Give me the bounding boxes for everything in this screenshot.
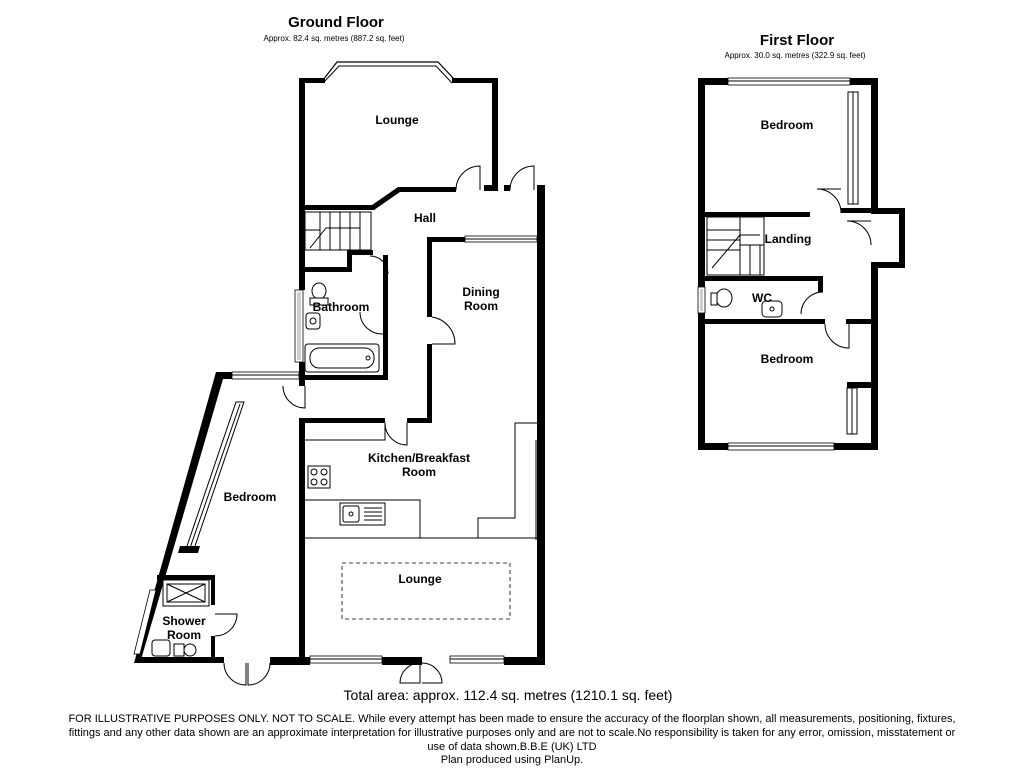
bathroom (294, 255, 389, 382)
ground-bedroom-walls (134, 371, 306, 663)
room-label-bedroom-rear: Bedroom (761, 352, 814, 366)
stairs-first (706, 216, 765, 276)
room-label-shower-1: Shower (162, 614, 206, 628)
room-label-kitchen-2: Room (402, 465, 436, 479)
right-exterior-wall (537, 185, 545, 663)
room-label-bedroom-front: Bedroom (761, 118, 814, 132)
room-label-landing: Landing (765, 232, 812, 246)
first-floor-area: Approx. 30.0 sq. metres (322.9 sq. feet) (725, 51, 866, 60)
lounge-front-walls (299, 78, 498, 273)
total-area: Total area: approx. 112.4 sq. metres (12… (344, 687, 673, 703)
stairs-ground (304, 211, 373, 272)
ground-floor-plan: Lounge Hall Dining Room Bathroom Kitchen… (133, 61, 545, 686)
room-label-wc: WC (752, 291, 772, 305)
disclaimer-line-4: Plan produced using PlanUp. (440, 754, 584, 766)
first-floor-plan: Bedroom Landing WC Bedroom (697, 77, 905, 451)
lounge-bay-window (299, 61, 498, 84)
ground-floor-area: Approx. 82.4 sq. metres (887.2 sq. feet) (264, 34, 405, 43)
shower-room (133, 575, 284, 686)
dining-room-walls (427, 235, 538, 420)
room-label-kitchen-1: Kitchen/Breakfast (368, 451, 470, 465)
disclaimer-line-2: fittings and any other data shown are an… (68, 727, 956, 739)
front-door (455, 165, 535, 191)
disclaimer-line-1: FOR ILLUSTRATIVE PURPOSES ONLY. NOT TO S… (68, 713, 956, 725)
first-floor-title: First Floor (760, 32, 834, 49)
room-label-lounge-front: Lounge (375, 113, 419, 127)
disclaimer-line-3: use of data shown.B.B.E (UK) LTD (427, 741, 597, 753)
kitchen-walls (280, 418, 545, 684)
room-label-hall: Hall (414, 211, 436, 225)
kitchen-units (305, 422, 537, 620)
room-label-ground-bedroom: Bedroom (224, 490, 277, 504)
room-label-lounge-rear: Lounge (398, 572, 442, 586)
room-label-dining-1: Dining (462, 285, 499, 299)
room-label-bathroom: Bathroom (313, 300, 370, 314)
room-label-dining-2: Room (464, 299, 498, 313)
room-label-shower-2: Room (167, 628, 201, 642)
ground-floor-title: Ground Floor (288, 14, 384, 31)
